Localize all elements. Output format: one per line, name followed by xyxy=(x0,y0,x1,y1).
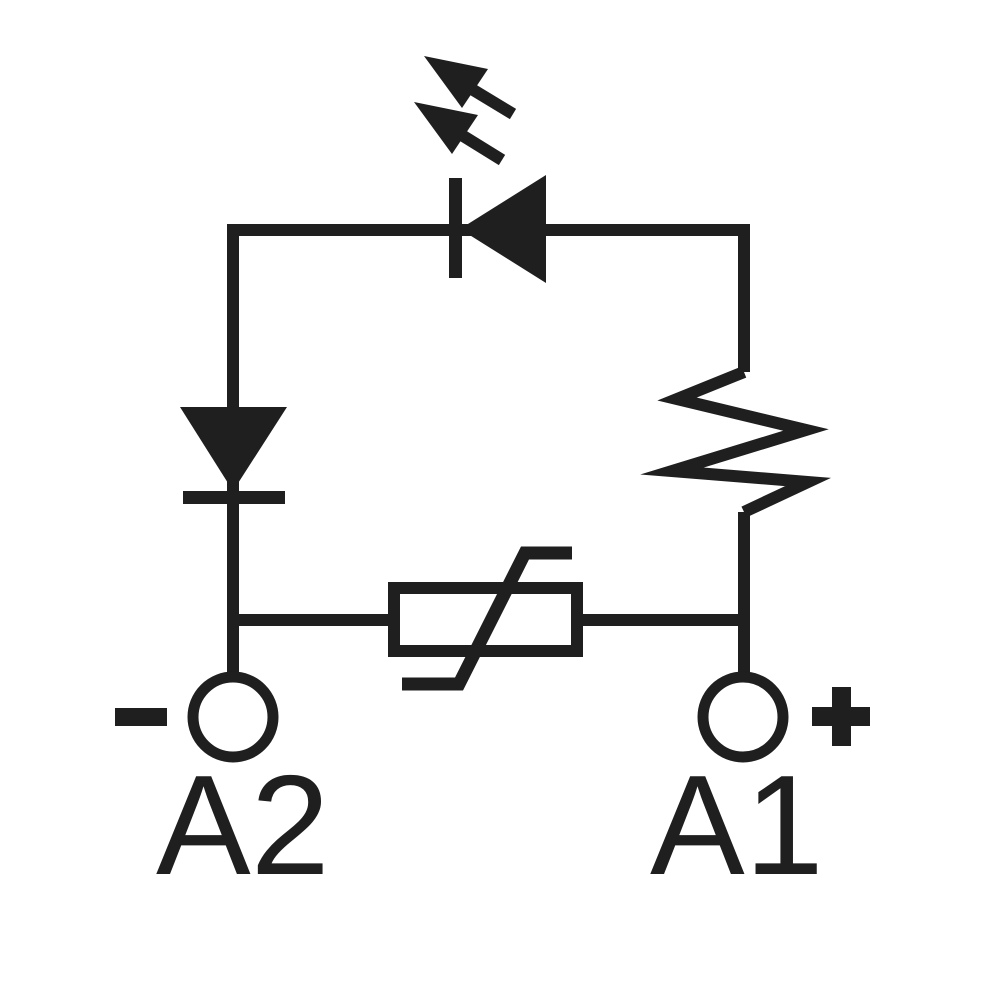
diode-triangle xyxy=(180,407,287,491)
plus-sign xyxy=(812,687,870,746)
terminal-a2-label: A2 xyxy=(156,746,330,905)
diode-cathode-bar xyxy=(183,491,285,504)
terminal-a1-label: A1 xyxy=(650,746,824,905)
terminal-a1-circle xyxy=(697,671,789,763)
led-cathode-bar xyxy=(449,178,462,278)
wire-loop-top-left xyxy=(227,224,750,676)
emission-arrow-lower xyxy=(414,102,506,166)
emission-arrow-upper xyxy=(424,56,517,120)
varistor-symbol xyxy=(388,546,583,691)
varistor-box xyxy=(388,582,583,657)
terminal-a2: A2 xyxy=(115,671,330,905)
varistor-slash xyxy=(402,546,572,691)
resistor-symbol xyxy=(640,366,832,518)
led-triangle xyxy=(460,175,546,283)
light-emission-arrows xyxy=(414,56,517,166)
diode-symbol xyxy=(180,407,287,504)
minus-sign xyxy=(115,708,167,726)
terminal-a2-circle xyxy=(187,671,279,763)
wires xyxy=(227,224,750,676)
terminal-a1: A1 xyxy=(650,671,870,905)
led-symbol xyxy=(414,56,546,283)
